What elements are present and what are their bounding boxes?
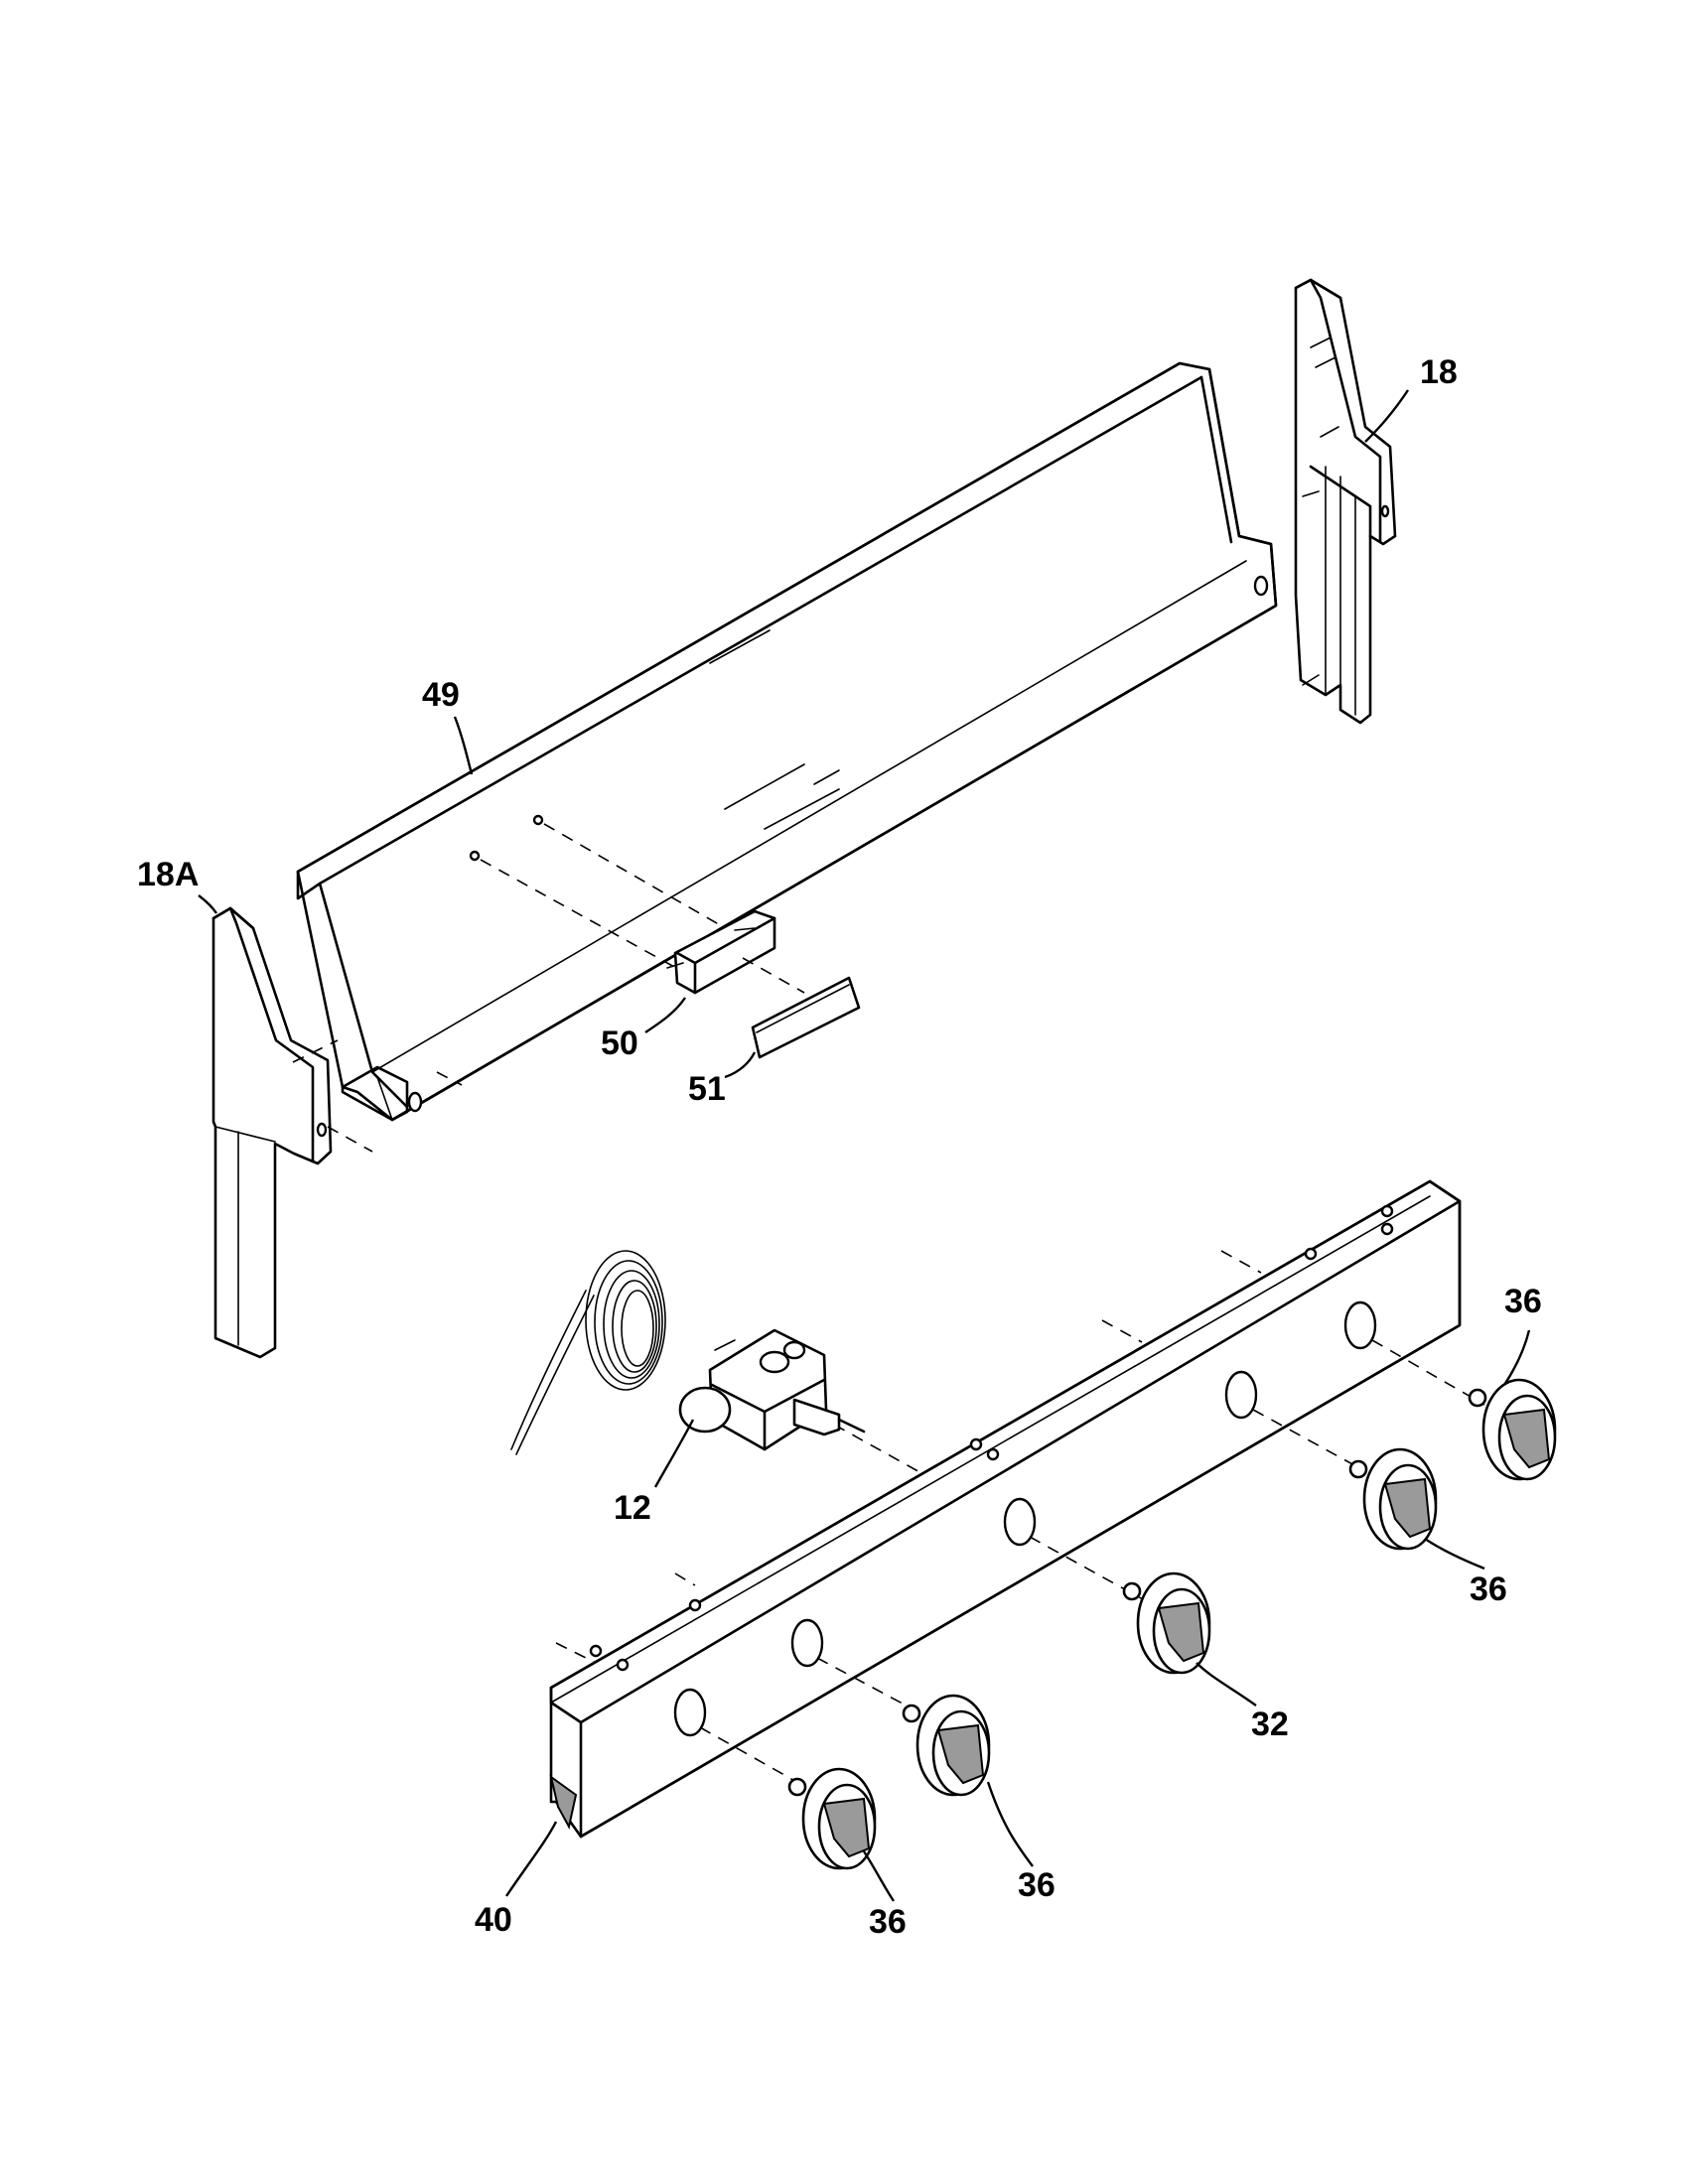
knob-32 [1122, 1571, 1211, 1675]
label-part-49: 49 [422, 676, 460, 714]
label-part-18: 18 [1420, 353, 1458, 391]
leader-51 [724, 1051, 757, 1079]
knob-36-left [787, 1767, 877, 1870]
label-part-36-left: 36 [869, 1903, 907, 1941]
leader-50 [644, 997, 686, 1033]
label-part-36-middle: 36 [1018, 1866, 1055, 1904]
leader-49 [453, 716, 474, 775]
leader-40 [505, 1821, 558, 1897]
leader-32 [1196, 1662, 1257, 1706]
label-part-36-far-right: 36 [1504, 1283, 1542, 1320]
part-12-thermostat [510, 1250, 866, 1455]
leader-36-middle [986, 1781, 1034, 1867]
label-part-40: 40 [475, 1901, 512, 1939]
part-18a-end-cap [211, 906, 333, 1359]
part-50-trim [666, 909, 776, 995]
leader-18a [198, 894, 217, 914]
label-part-36-right: 36 [1470, 1570, 1507, 1608]
label-part-18a: 18A [137, 856, 199, 893]
label-part-32: 32 [1251, 1706, 1289, 1743]
part-40-manifold-panel [549, 1179, 1462, 1839]
knob-36-far-right [1468, 1378, 1557, 1481]
part-18-end-cap [1294, 278, 1397, 725]
knob-36-right [1348, 1447, 1438, 1551]
knob-36-middle [902, 1694, 991, 1797]
label-part-51: 51 [688, 1070, 726, 1108]
label-part-50: 50 [601, 1024, 638, 1062]
leader-36-left [863, 1850, 895, 1902]
part-51-label [751, 976, 861, 1059]
label-part-12: 12 [614, 1489, 651, 1527]
leader-18 [1364, 389, 1409, 443]
leader-12 [653, 1419, 695, 1488]
part-49-backguard [296, 361, 1278, 1122]
leader-36-far-right [1503, 1329, 1531, 1386]
leader-36-right [1424, 1538, 1485, 1570]
